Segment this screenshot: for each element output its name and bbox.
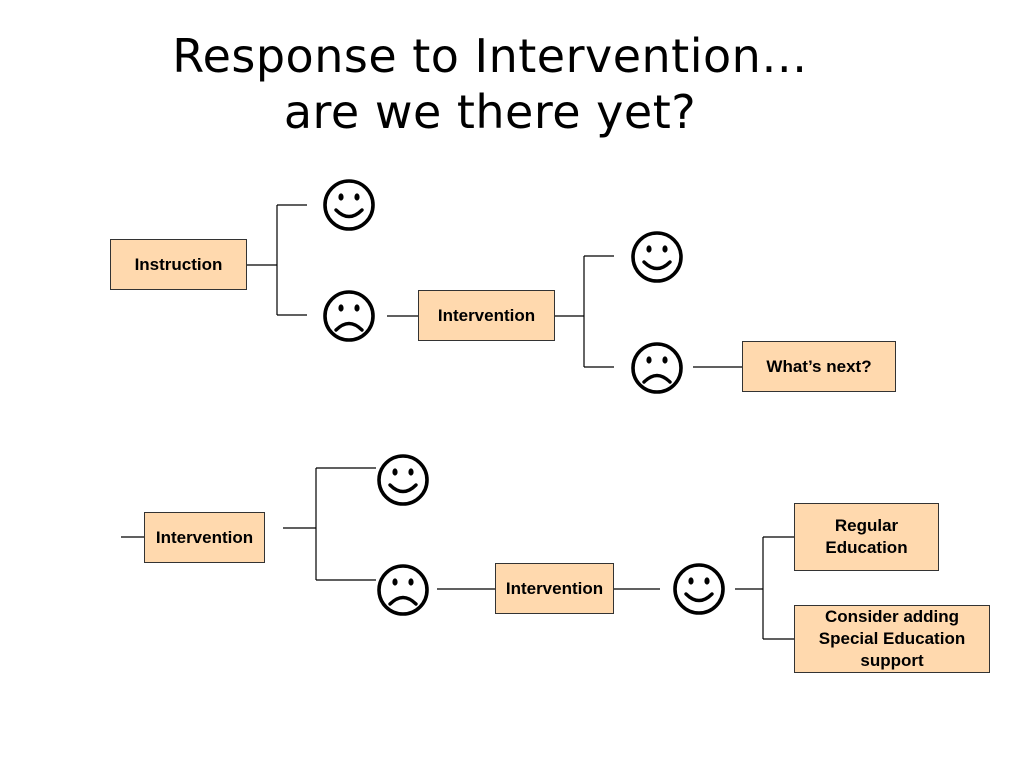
whats-next-box: What’s next? [742,341,896,392]
frowning-face-icon [377,564,429,616]
special-education-box: Consider adding Special Education suppor… [794,605,990,673]
title-line-2: are we there yet? [283,85,697,139]
frowning-face-icon [631,342,683,394]
smiley-face-icon [377,454,429,506]
frowning-face-icon [323,290,375,342]
instruction-box: Instruction [110,239,247,290]
slide-title: Response to Intervention… are we there y… [0,28,980,140]
title-line-1: Response to Intervention… [172,29,808,83]
intervention-box-top: Intervention [418,290,555,341]
intervention-box-bottom-mid: Intervention [495,563,614,614]
smiley-face-icon [631,231,683,283]
intervention-box-bottom-left: Intervention [144,512,265,563]
smiley-face-icon [323,179,375,231]
regular-education-box: Regular Education [794,503,939,571]
smiley-face-icon [673,563,725,615]
